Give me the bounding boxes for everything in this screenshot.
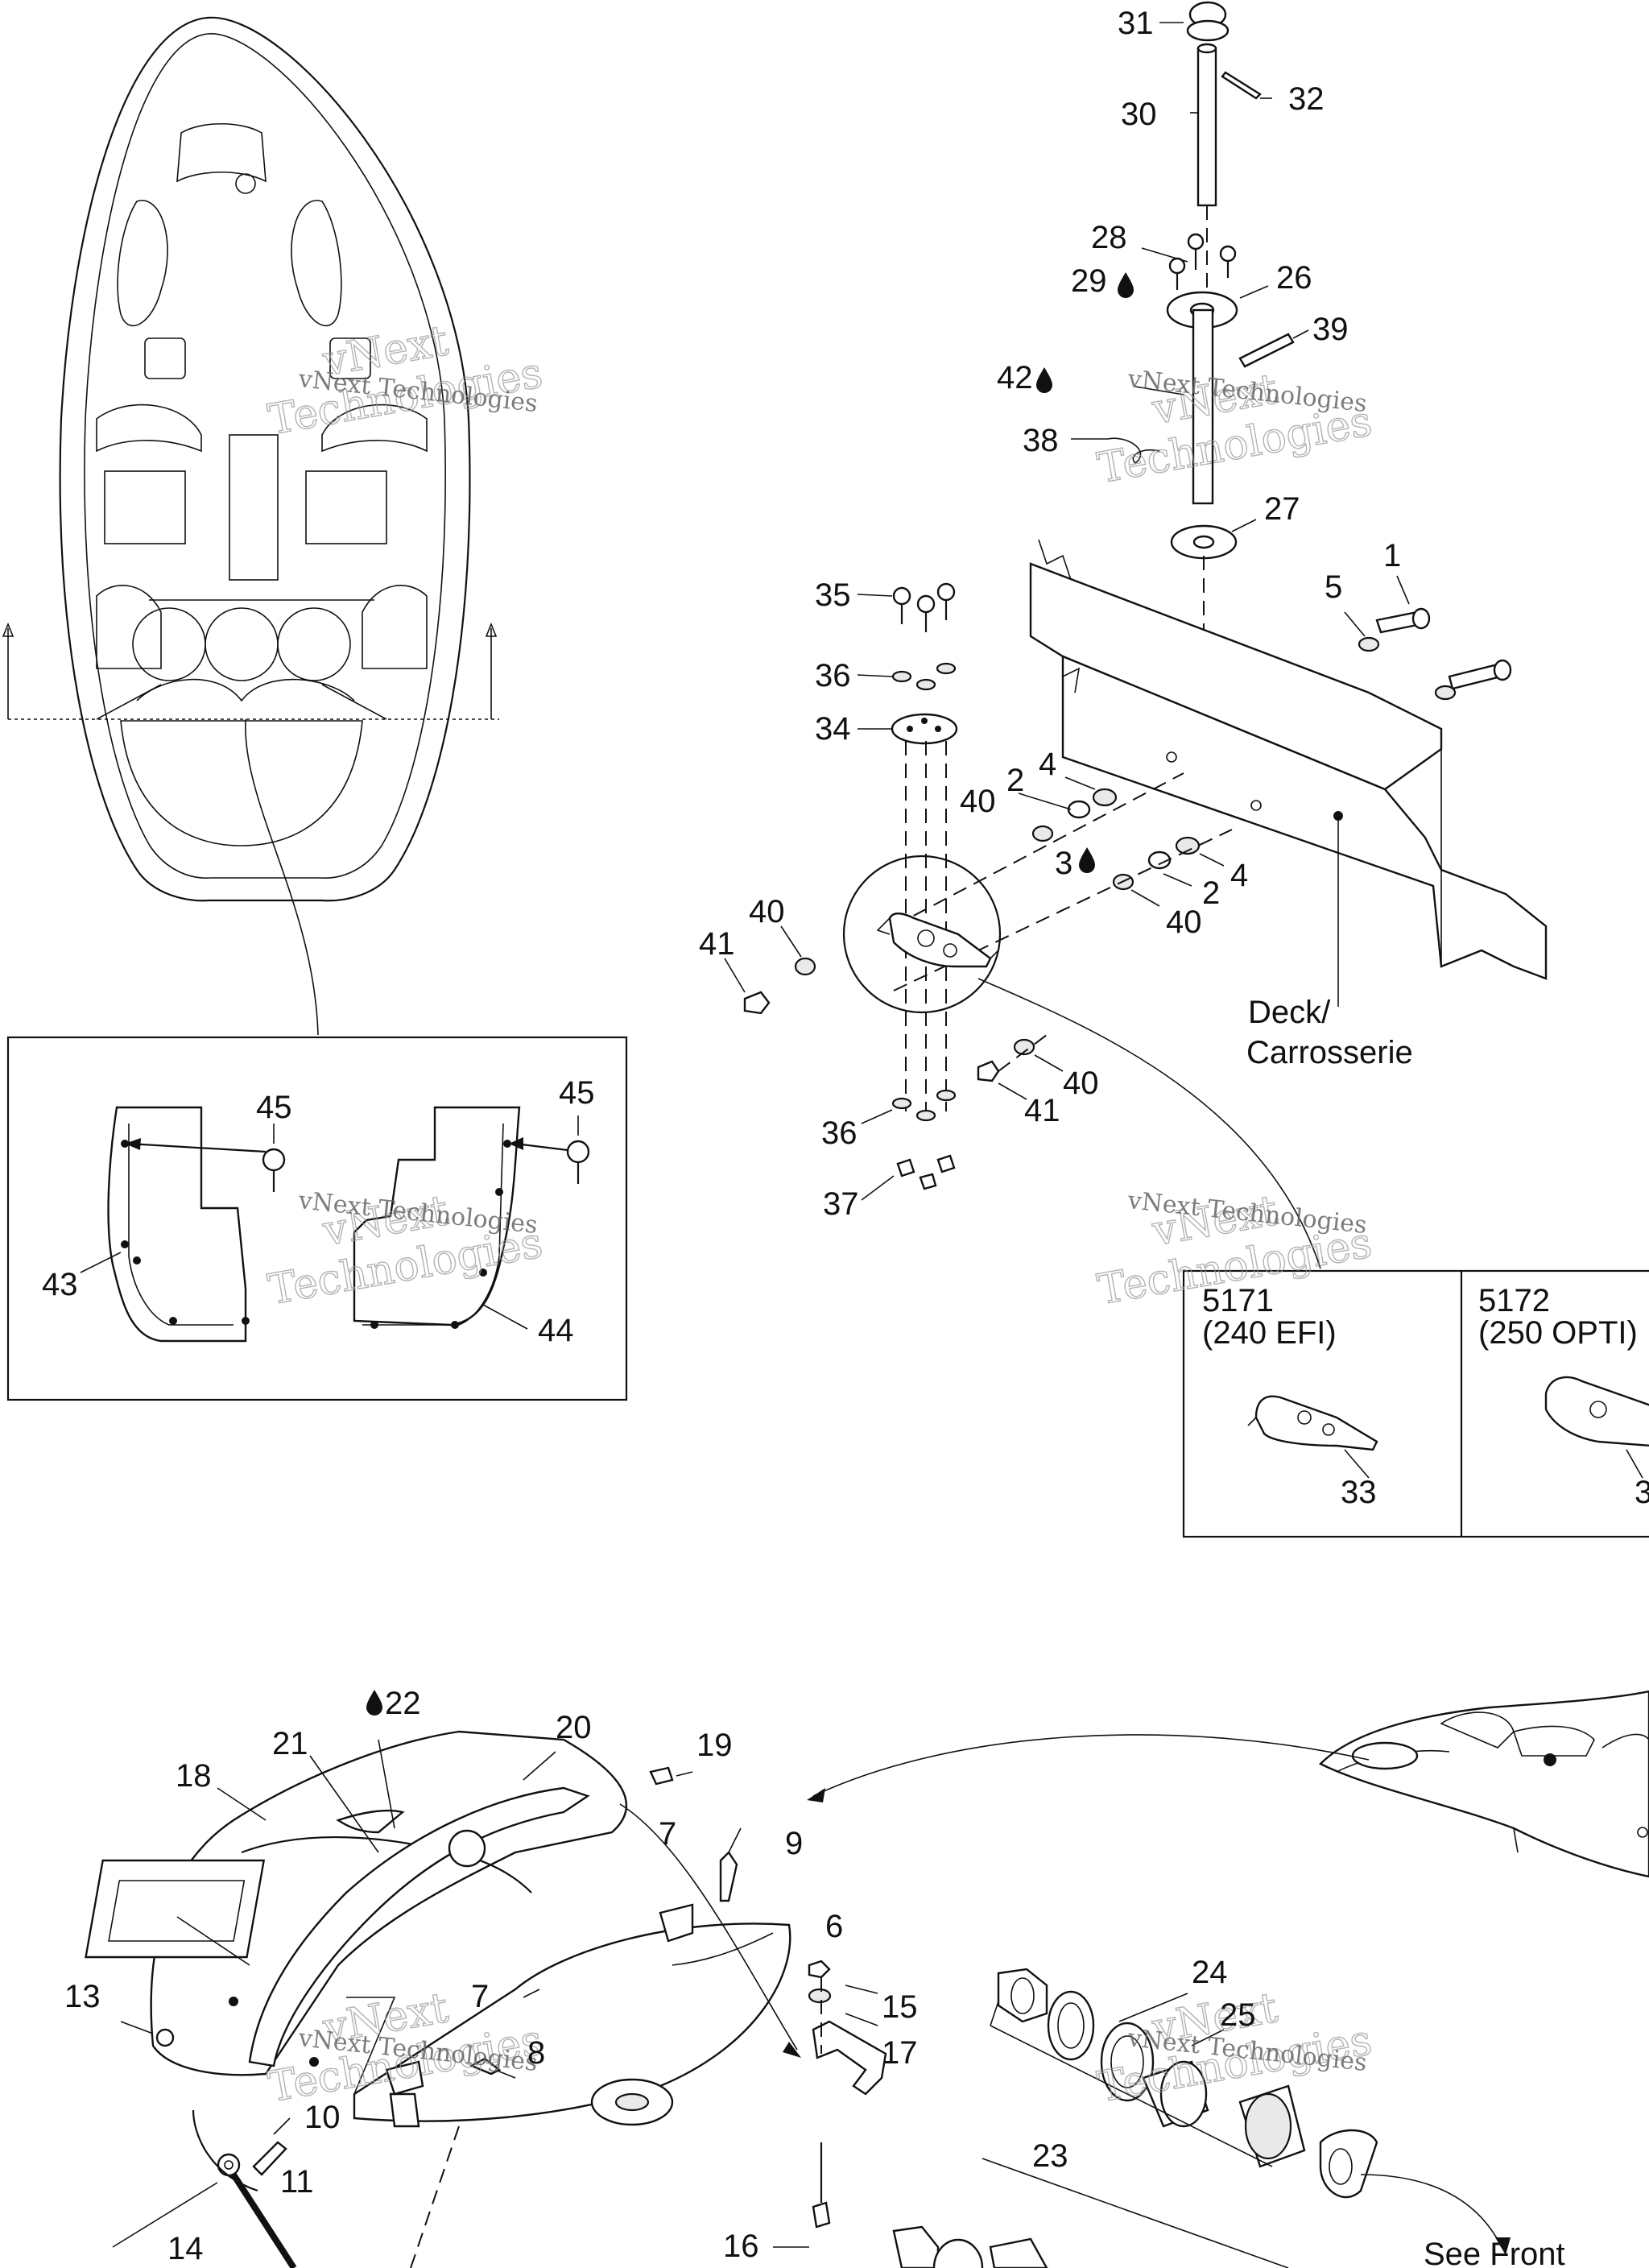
callout-28: 28 — [1091, 220, 1127, 255]
oil-drop-icon — [1079, 847, 1095, 873]
callout-7a: 7 — [659, 1816, 676, 1852]
callout-21: 21 — [272, 1726, 308, 1761]
callout-45a: 45 — [256, 1090, 292, 1125]
callout-40d: 40 — [1063, 1066, 1099, 1101]
oil-drop-icon — [366, 1690, 382, 1715]
oil-drop-icon — [1036, 367, 1052, 393]
callout-36b: 36 — [821, 1115, 858, 1151]
callout-18: 18 — [176, 1758, 212, 1794]
callout-38: 38 — [1023, 423, 1059, 458]
callout-14: 14 — [167, 2231, 204, 2266]
callout-43: 43 — [42, 1267, 78, 1302]
callout-2b: 2 — [1202, 875, 1220, 911]
callout-34: 34 — [815, 711, 851, 747]
callout-17: 17 — [882, 2035, 918, 2071]
callout-30: 30 — [1121, 97, 1157, 132]
callout-20: 20 — [556, 1710, 592, 1745]
callout-3: 3 — [1055, 846, 1072, 881]
callout-32: 32 — [1288, 81, 1325, 117]
callout-10: 10 — [304, 2100, 341, 2135]
variant-box — [1182, 1269, 1649, 1538]
callout-40a: 40 — [960, 784, 996, 819]
callout-29: 29 — [1071, 263, 1107, 299]
callout-4b: 4 — [1230, 858, 1248, 893]
callout-4a: 4 — [1039, 747, 1056, 782]
drop-icons — [366, 272, 1134, 1715]
callout-42: 42 — [997, 360, 1033, 395]
callout-44: 44 — [538, 1313, 574, 1348]
callout-31: 31 — [1118, 6, 1154, 41]
callout-24: 24 — [1192, 1955, 1228, 1990]
deck-label-line2: Carrosserie — [1246, 1035, 1413, 1070]
deck-label-line1: Deck/ — [1248, 995, 1331, 1030]
see-front-label: See Front — [1424, 2237, 1565, 2268]
callout-40c: 40 — [749, 894, 785, 929]
oil-drop-icon — [1118, 272, 1134, 298]
callout-33: 33 — [1341, 1475, 1377, 1510]
callout-labels: 31 32 30 28 29 26 39 42 38 27 1 5 35 36 … — [42, 6, 1649, 2268]
callout-35: 35 — [815, 577, 851, 613]
callout-39: 39 — [1312, 312, 1349, 347]
callout-8: 8 — [527, 2035, 545, 2071]
callout-37: 37 — [823, 1186, 859, 1222]
callout-16: 16 — [723, 2229, 759, 2264]
variant-b-model: (250 OPTI) — [1478, 1315, 1638, 1351]
callout-27: 27 — [1264, 491, 1300, 527]
callout-7b: 7 — [471, 1979, 489, 2014]
callout-1: 1 — [1383, 538, 1401, 573]
callout-23: 23 — [1032, 2138, 1068, 2174]
callout-26: 26 — [1276, 260, 1312, 296]
callout-40b: 40 — [1166, 904, 1202, 940]
callout-45b: 45 — [559, 1075, 595, 1111]
boat-top-view — [2, 16, 499, 1036]
steering-shaft-assembly — [724, 1, 1548, 1269]
callout-41a: 41 — [699, 926, 735, 962]
callout-2a: 2 — [1006, 763, 1024, 798]
callout-9: 9 — [785, 1826, 803, 1861]
callout-25: 25 — [1220, 1997, 1256, 2033]
callout-41b: 41 — [1024, 1093, 1060, 1128]
dashboard-console-assembly — [85, 1690, 1649, 2268]
callout-15: 15 — [882, 1989, 918, 2025]
callout-22: 22 — [385, 1686, 421, 1721]
callout-19: 19 — [696, 1728, 733, 1763]
side-panel-inset — [6, 1036, 628, 1401]
variant-b-code: 5172 — [1478, 1283, 1550, 1318]
variant-a-code: 5171 — [1202, 1283, 1274, 1318]
callout-36a: 36 — [815, 658, 851, 693]
callout-5: 5 — [1325, 569, 1342, 605]
callout-13: 13 — [64, 1979, 101, 2014]
variant-a-model: (240 EFI) — [1202, 1315, 1337, 1351]
callout-33-partial: 3 — [1635, 1475, 1649, 1510]
callout-11: 11 — [280, 2164, 314, 2200]
callout-6: 6 — [825, 1909, 843, 1944]
